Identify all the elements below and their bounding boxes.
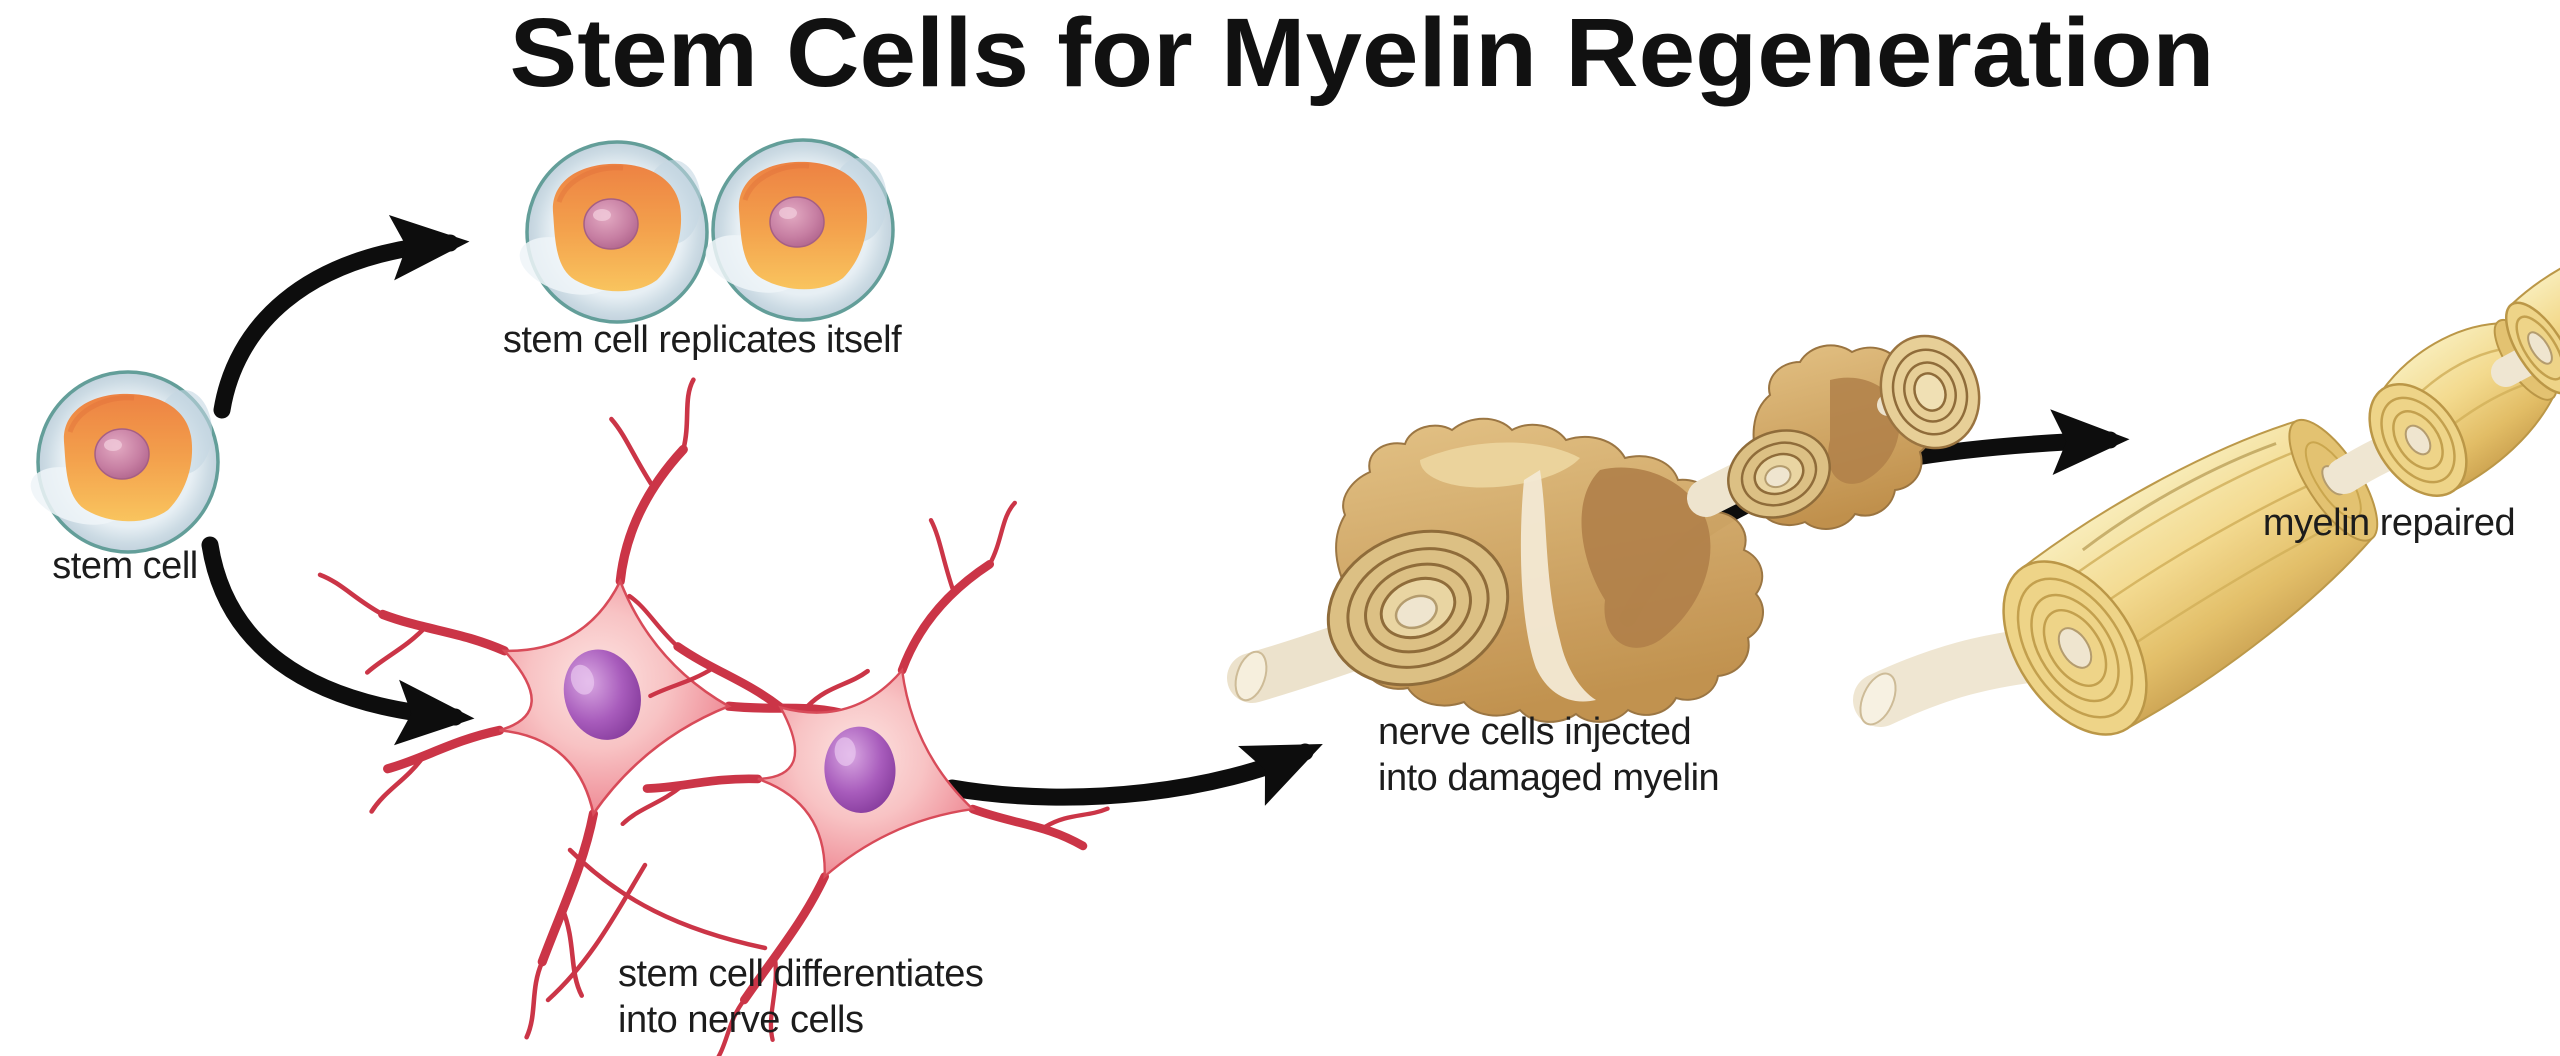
label-stem-cell: stem cell [52,545,197,587]
damaged-end-disc [1879,334,1981,450]
label-repaired: myelin repaired [2263,502,2515,544]
dendrite-strand [567,847,768,951]
nerve-cells [304,365,1148,1056]
damaged-crack [1520,470,1596,702]
page-title: Stem Cells for Myelin Regeneration [510,0,2215,107]
label-differentiates-line2: into nerve cells [618,999,863,1041]
damaged-myelin [1227,334,1981,723]
myelin-segment-3 [2504,238,2560,395]
dendrite-strand [545,862,648,1003]
replicated-stem-cell-2 [698,140,893,320]
damaged-swirl-right [1727,429,1831,519]
label-replicates: stem cell replicates itself [503,319,902,361]
axon-end-cap [1859,672,1897,726]
arrow-stemcell-to-replication [213,214,470,419]
arrow-neurons-to-injection [943,743,1323,806]
replicated-stem-cell-1 [512,142,707,322]
arrow-stemcell-to-neurons [201,536,475,746]
repaired-myelin [1853,238,2560,736]
axon-end-cap [1234,650,1268,702]
damaged-dark-patch [1581,467,1711,648]
damaged-swirl-left [1326,529,1510,687]
label-injected-line2: into damaged myelin [1378,757,1719,799]
label-injected-line1: nerve cells injected [1378,711,1691,753]
stem-cell [23,372,218,552]
label-differentiates-line1: stem cell differentiates [618,953,983,995]
